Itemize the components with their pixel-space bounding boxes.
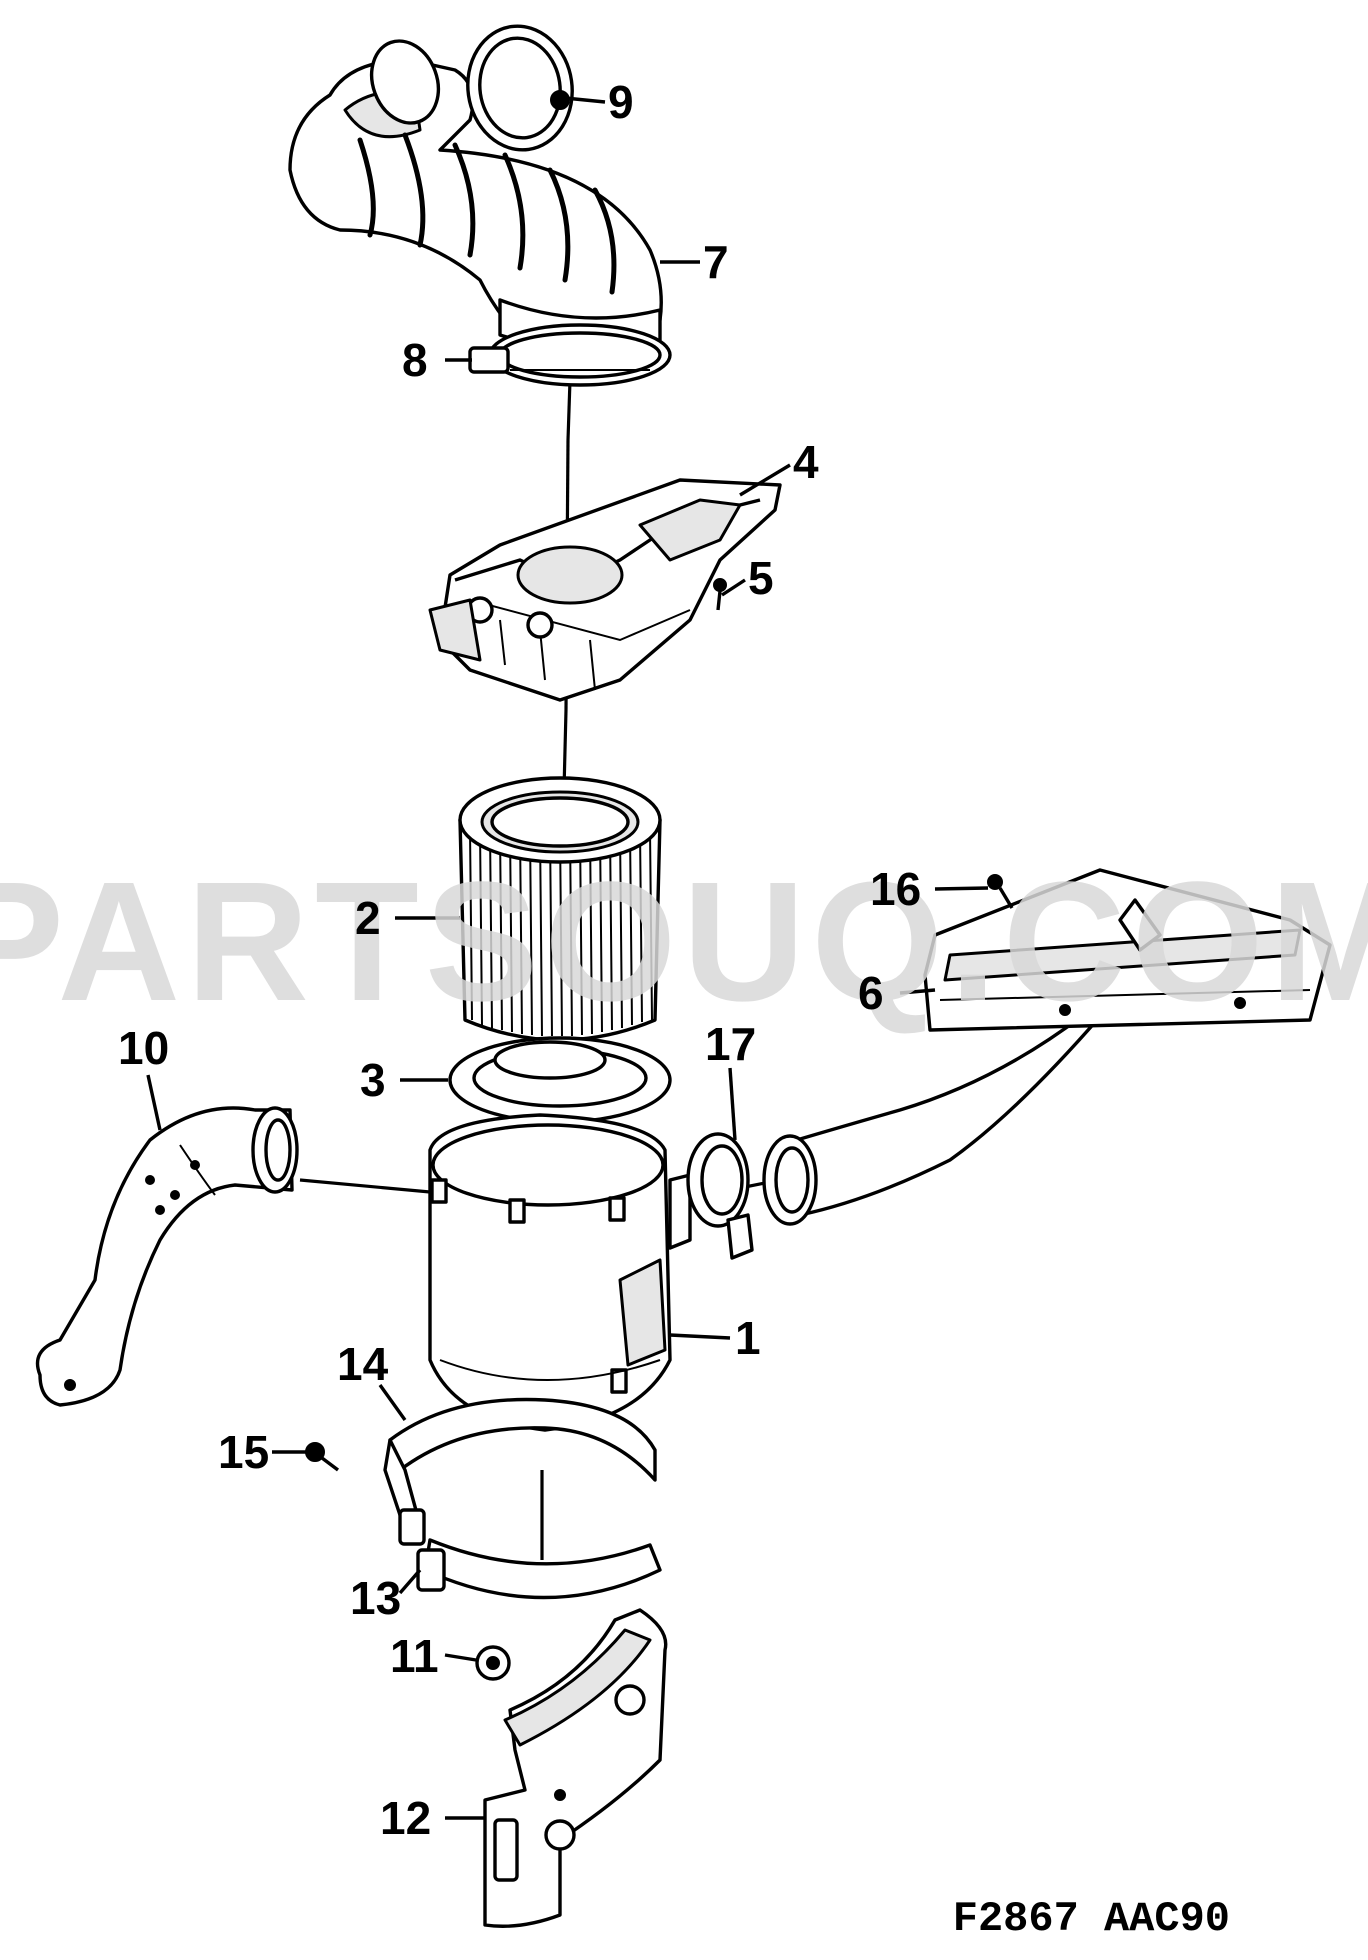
callout-labels: 9 7 8 4 5 16 2 6 10 17 3 1 14 15 13 11 1… (118, 76, 921, 1844)
part-16-screw[interactable] (987, 874, 1014, 909)
callout-1: 1 (735, 1312, 761, 1364)
filter-pleats (469, 829, 653, 1037)
part-2-air-filter[interactable] (458, 776, 662, 1042)
part-17-hose-clamp[interactable] (686, 1132, 754, 1260)
part-11-nut[interactable] (475, 1645, 511, 1681)
callout-14: 14 (337, 1338, 389, 1390)
leader-lines (146, 95, 989, 1820)
part-6-air-duct[interactable] (762, 868, 1332, 1226)
part-1-filter-housing[interactable] (428, 1113, 692, 1432)
callout-16: 16 (870, 863, 921, 915)
callout-2: 2 (355, 892, 381, 944)
part-14-mounting-strap[interactable] (383, 1397, 657, 1546)
part-9-ring-clamp[interactable] (460, 19, 580, 156)
callout-4: 4 (793, 436, 819, 488)
callout-15: 15 (218, 1426, 269, 1478)
callout-11: 11 (390, 1630, 439, 1682)
watermark: PARTSOUQ.COM (0, 847, 1368, 1037)
part-15-bolt[interactable] (305, 1442, 340, 1472)
part-13-lower-strap[interactable] (416, 1538, 662, 1600)
callout-12: 12 (380, 1792, 431, 1844)
part-5-screw[interactable] (713, 578, 727, 611)
callout-9: 9 (608, 76, 634, 128)
callout-10: 10 (118, 1022, 169, 1074)
callout-5: 5 (748, 552, 774, 604)
part-3-sealing-ring[interactable] (448, 1036, 672, 1124)
part-4-airbox-cover[interactable] (428, 478, 782, 702)
callout-13: 13 (350, 1572, 401, 1624)
figure-code: F2867 AAC90 (953, 1895, 1230, 1943)
callout-8: 8 (402, 334, 428, 386)
callout-6: 6 (858, 967, 884, 1019)
part-10-intake-pipe[interactable] (35, 1106, 299, 1407)
callout-7: 7 (703, 236, 729, 288)
part-8-hose-clamp[interactable] (468, 323, 672, 387)
callout-3: 3 (360, 1054, 386, 1106)
callout-17: 17 (705, 1018, 756, 1070)
part-12-mounting-bracket[interactable] (483, 1608, 668, 1928)
